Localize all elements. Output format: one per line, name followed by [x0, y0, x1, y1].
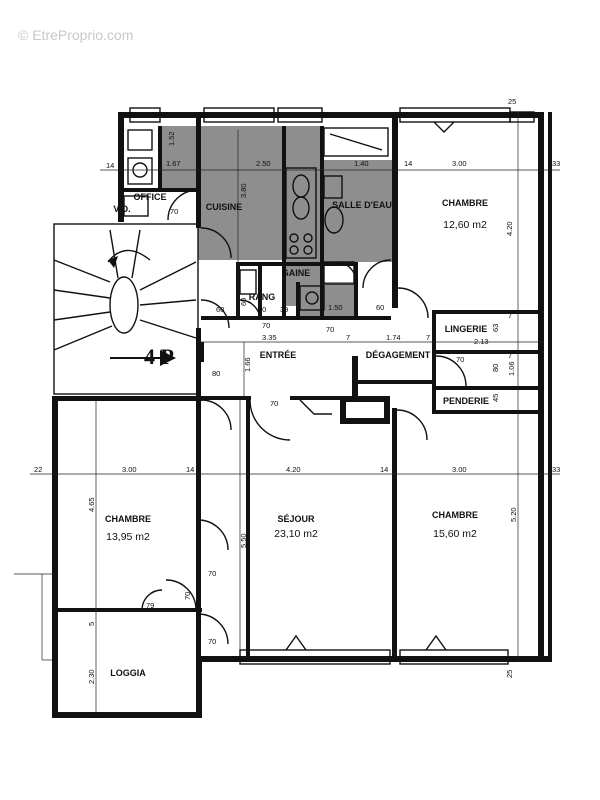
dim-60-c: 60 — [376, 303, 384, 312]
door-swings — [141, 189, 467, 645]
kitchen-shading — [198, 126, 282, 260]
gaine-name: GAINE — [282, 268, 311, 278]
dim-1-50: 1.50 — [328, 303, 343, 312]
dim-3-00-c: 3.00 — [452, 465, 467, 474]
dim-4-65: 4.65 — [87, 497, 96, 512]
dim-39: 39 — [280, 305, 288, 314]
dimension-lines — [14, 112, 560, 716]
cuisine-name: CUISINE — [206, 202, 243, 212]
kitchen-counter-shading — [282, 126, 320, 306]
penderie-name: PENDERIE — [443, 396, 489, 406]
office-name: OFFICE — [134, 192, 167, 202]
dim-22: 22 — [34, 465, 42, 474]
dim-3-80: 3.80 — [239, 183, 248, 198]
dim-5: 5 — [87, 622, 96, 626]
room-labels: CHAMBRE 12,60 m2 CHAMBRE 13,95 m2 SÉJOUR… — [105, 192, 489, 678]
dim-7-b: 7 — [426, 333, 430, 342]
dim-63: 63 — [491, 324, 500, 332]
dim-70-b: 70 — [258, 305, 266, 314]
watermark-text: © EtreProprio.com — [18, 27, 133, 43]
dim-3-35: 3.35 — [262, 333, 277, 342]
entree-name: ENTRÉE — [260, 350, 297, 360]
dim-4-20-b: 4.20 — [286, 465, 301, 474]
dim-60-b: 60 — [239, 298, 248, 306]
dim-1-66: 1.66 — [243, 357, 252, 372]
chambre-se-area: 15,60 m2 — [433, 528, 477, 540]
dim-1-67: 1.67 — [166, 159, 181, 168]
dim-70-c: 70 — [262, 321, 270, 330]
chambre-ne-name: CHAMBRE — [442, 198, 488, 208]
windows — [129, 107, 535, 665]
dim-70-a: 70 — [170, 207, 178, 216]
dim-70-h: 70 — [208, 637, 216, 646]
chambre-ne-area: 12,60 m2 — [443, 219, 487, 231]
dim-70-i: 70 — [270, 399, 278, 408]
dim-14-a: 14 — [106, 161, 114, 170]
fixtures — [123, 127, 389, 362]
dimension-numbers: 25 14 2.50 1.40 14 3.00 33 1.52 1.67 70 … — [34, 97, 560, 684]
dim-1-40: 1.40 — [354, 159, 369, 168]
sejour-area: 23,10 m2 — [274, 528, 318, 540]
dim-2-13: 2.13 — [474, 337, 489, 346]
dim-4-20-a: 4.20 — [505, 221, 514, 236]
dim-60-a: 60 — [216, 305, 224, 314]
degagement-name: DÉGAGEMENT — [366, 350, 431, 360]
salle-eau-name: SALLE D'EAU — [332, 200, 392, 210]
dim-14-d: 14 — [380, 465, 388, 474]
dim-3-00-a: 3.00 — [452, 159, 467, 168]
dim-45: 45 — [491, 394, 500, 402]
bathroom-shading — [320, 160, 392, 262]
stair-label: 4 P — [144, 344, 174, 369]
dim-80-b: 80 — [212, 369, 220, 378]
dim-70-g: 70 — [183, 592, 192, 600]
chambre-se-name: CHAMBRE — [432, 510, 478, 520]
dim-33-a: 33 — [552, 159, 560, 168]
stairwell — [53, 223, 199, 395]
loggia-name: LOGGIA — [110, 668, 146, 678]
dim-2-50: 2.50 — [256, 159, 271, 168]
dim-70-d: 70 — [326, 325, 334, 334]
dim-25-bottom: 25 — [505, 670, 514, 678]
exterior-walls — [52, 112, 552, 718]
vo-name: V.O. — [113, 204, 130, 214]
rang-name: RANG — [249, 292, 276, 302]
dim-5-50: 5.50 — [239, 533, 248, 548]
dim-2-30: 2.30 — [87, 669, 96, 684]
dim-70-f: 70 — [208, 569, 216, 578]
office-shading — [160, 126, 198, 188]
dim-5-20: 5.20 — [509, 507, 518, 522]
dim-70-e: 70 — [456, 355, 464, 364]
dim-14-b: 14 — [404, 159, 412, 168]
dim-7-a: 7 — [346, 333, 350, 342]
dim-1-74: 1.74 — [386, 333, 401, 342]
sejour-name: SÉJOUR — [277, 514, 315, 524]
dim-33-b: 33 — [552, 465, 560, 474]
dim-25-top: 25 — [508, 97, 516, 106]
dim-7-d: 7 — [508, 351, 512, 360]
lingerie-name: LINGERIE — [445, 324, 488, 334]
dim-80-a: 80 — [491, 364, 500, 372]
dim-3-00-b: 3.00 — [122, 465, 137, 474]
chambre-w-area: 13,95 m2 — [106, 531, 150, 543]
dim-1-52: 1.52 — [167, 131, 176, 146]
chambre-w-name: CHAMBRE — [105, 514, 151, 524]
dim-7-c: 7 — [508, 311, 512, 320]
dim-1-06: 1.06 — [507, 361, 516, 376]
dim-14-c: 14 — [186, 465, 194, 474]
interior-walls — [124, 118, 540, 660]
dim-79: 79 — [146, 601, 154, 610]
